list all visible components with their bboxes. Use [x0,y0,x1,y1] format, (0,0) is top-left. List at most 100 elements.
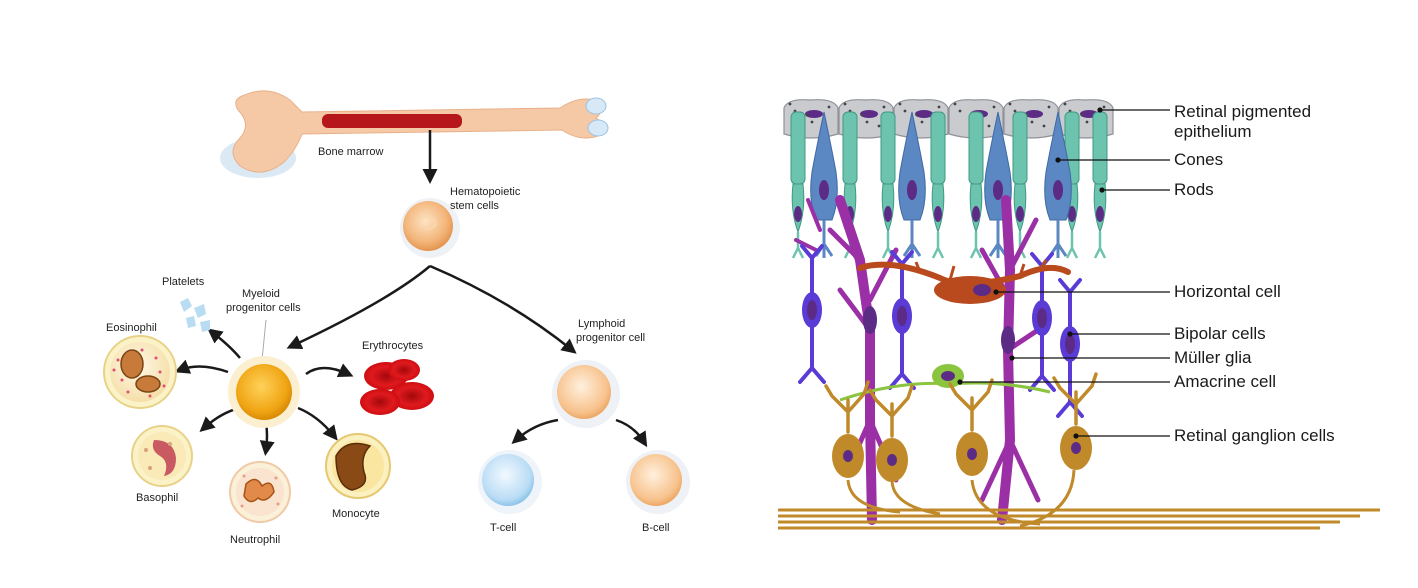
rpe-pigment-granule [1047,105,1051,109]
rod-terminal [969,232,983,259]
label-rpe-line2: epithelium [1174,122,1252,141]
cones-layer [810,111,1072,258]
basophil-cell [131,425,193,487]
rod-outer-segment [842,111,858,185]
rpe-pigment-granule [860,113,864,117]
label-cones: Cones [1174,150,1224,169]
label-erythrocytes: Erythrocytes [362,340,424,352]
bipolar-nucleus [807,300,817,320]
rpe-pigment-granule [805,113,809,117]
rpe-pigment-granule [903,109,907,113]
ganglion-dendrites [824,380,870,434]
bipolar-cells [798,244,1084,418]
rpe-pigment-granule [915,113,919,117]
rpe-pigment-granule [810,120,814,124]
rpe-pigment-granule [788,102,792,106]
ganglion-axons [778,469,1380,530]
label-eosinophil: Eosinophil [106,322,157,334]
ganglion-nucleus [843,450,853,462]
label-stem-cells-line1: Hematopoietic [450,186,521,198]
label-stem-cells-line2: stem cells [450,200,499,212]
label-horizontal-cell: Horizontal cell [1174,282,1281,301]
cone-nucleus [819,180,829,200]
ganglion-dendrites [948,378,994,432]
retinal-pigmented-epithelium-layer [783,99,1114,139]
label-rpe-line1: Retinal pigmented [1174,102,1312,121]
rpe-pigment-granule [920,120,924,124]
bipolar-nucleus [897,306,907,326]
cone-nucleus [907,180,917,200]
rod-nucleus [972,206,980,222]
cone-pedicle [988,220,1008,258]
cone-nucleus [993,180,1003,200]
rpe-pigment-granule [882,105,886,109]
hematopoietic-stem-cell [400,198,460,258]
retina-artwork [778,99,1380,530]
rpe-pigment-granule [1085,120,1089,124]
label-t-cell: T-cell [490,522,517,534]
cone-pedicle [1048,220,1068,258]
cone-pedicle [902,220,922,258]
bone-marrow-cavity [322,114,462,128]
ganglion-nucleus [887,454,897,466]
bone-illustration [220,90,609,178]
rpe-pigment-granule [1042,124,1046,128]
rpe-pigment-granule [992,105,996,109]
rod-outer-segment [880,111,896,185]
rpe-cell [1003,99,1059,139]
platelets-cluster [180,298,210,332]
label-muller-glia: Müller glia [1174,348,1252,367]
b-cell [626,450,690,514]
ganglion-nucleus [967,448,977,460]
rpe-nucleus [1025,110,1043,118]
myeloid-leader-line [261,319,267,361]
rpe-nucleus [915,110,933,118]
cone-nucleus [1053,180,1063,200]
label-lymphoid-line2: progenitor cell [576,332,646,344]
rpe-nucleus [860,110,878,118]
rods-layer [790,111,1108,259]
ganglion-dendrites [1052,372,1098,426]
rod-nucleus [1068,206,1076,222]
rpe-pigment-granule [1063,102,1067,106]
myeloid-progenitor-cell [228,356,300,428]
label-leader-lines [957,107,1170,439]
label-monocyte: Monocyte [332,508,380,520]
rpe-pigment-granule [1102,105,1106,109]
rpe-pigment-granule [1080,113,1084,117]
rod-nucleus [884,206,892,222]
differentiation-arrows [174,130,648,456]
label-basophil: Basophil [136,492,179,504]
label-b-cell: B-cell [642,522,670,534]
rpe-nucleus [805,110,823,118]
rpe-pigment-granule [953,102,957,106]
label-amacrine-cell: Amacrine cell [1174,372,1277,391]
horizontal-cell [857,259,1071,304]
bipolar-nucleus [1037,308,1047,328]
retinal-ganglion-cells [824,372,1098,482]
rod-terminal [1065,232,1079,259]
rpe-pigment-granule [987,124,991,128]
rod-terminal [931,232,945,259]
hematopoiesis-diagram: Bone marrow Hematopoietic stem cells Pla… [103,90,690,546]
label-neutrophil: Neutrophil [230,534,281,546]
bipolar-nucleus [1065,334,1075,354]
t-cell [478,450,542,514]
rpe-pigment-granule [827,105,831,109]
rod-outer-segment [790,111,806,185]
rpe-pigment-granule [1008,102,1012,106]
monocyte-cell [325,433,391,499]
lymphoid-progenitor-cell [552,360,620,428]
label-retinal-ganglion-cells: Retinal ganglion cells [1174,426,1335,445]
label-rods: Rods [1174,180,1214,199]
rod-outer-segment [1012,111,1028,185]
label-bone-marrow: Bone marrow [318,146,384,158]
rod-nucleus [934,206,942,222]
rpe-pigment-granule [898,102,902,106]
rpe-pigment-granule [937,105,941,109]
retina-layers-diagram: Retinal pigmented epithelium Cones Rods … [720,0,1418,588]
label-bipolar-cells: Bipolar cells [1174,324,1266,343]
label-platelets: Platelets [162,276,205,288]
rod-nucleus [1096,206,1104,222]
ganglion-nucleus [1071,442,1081,454]
